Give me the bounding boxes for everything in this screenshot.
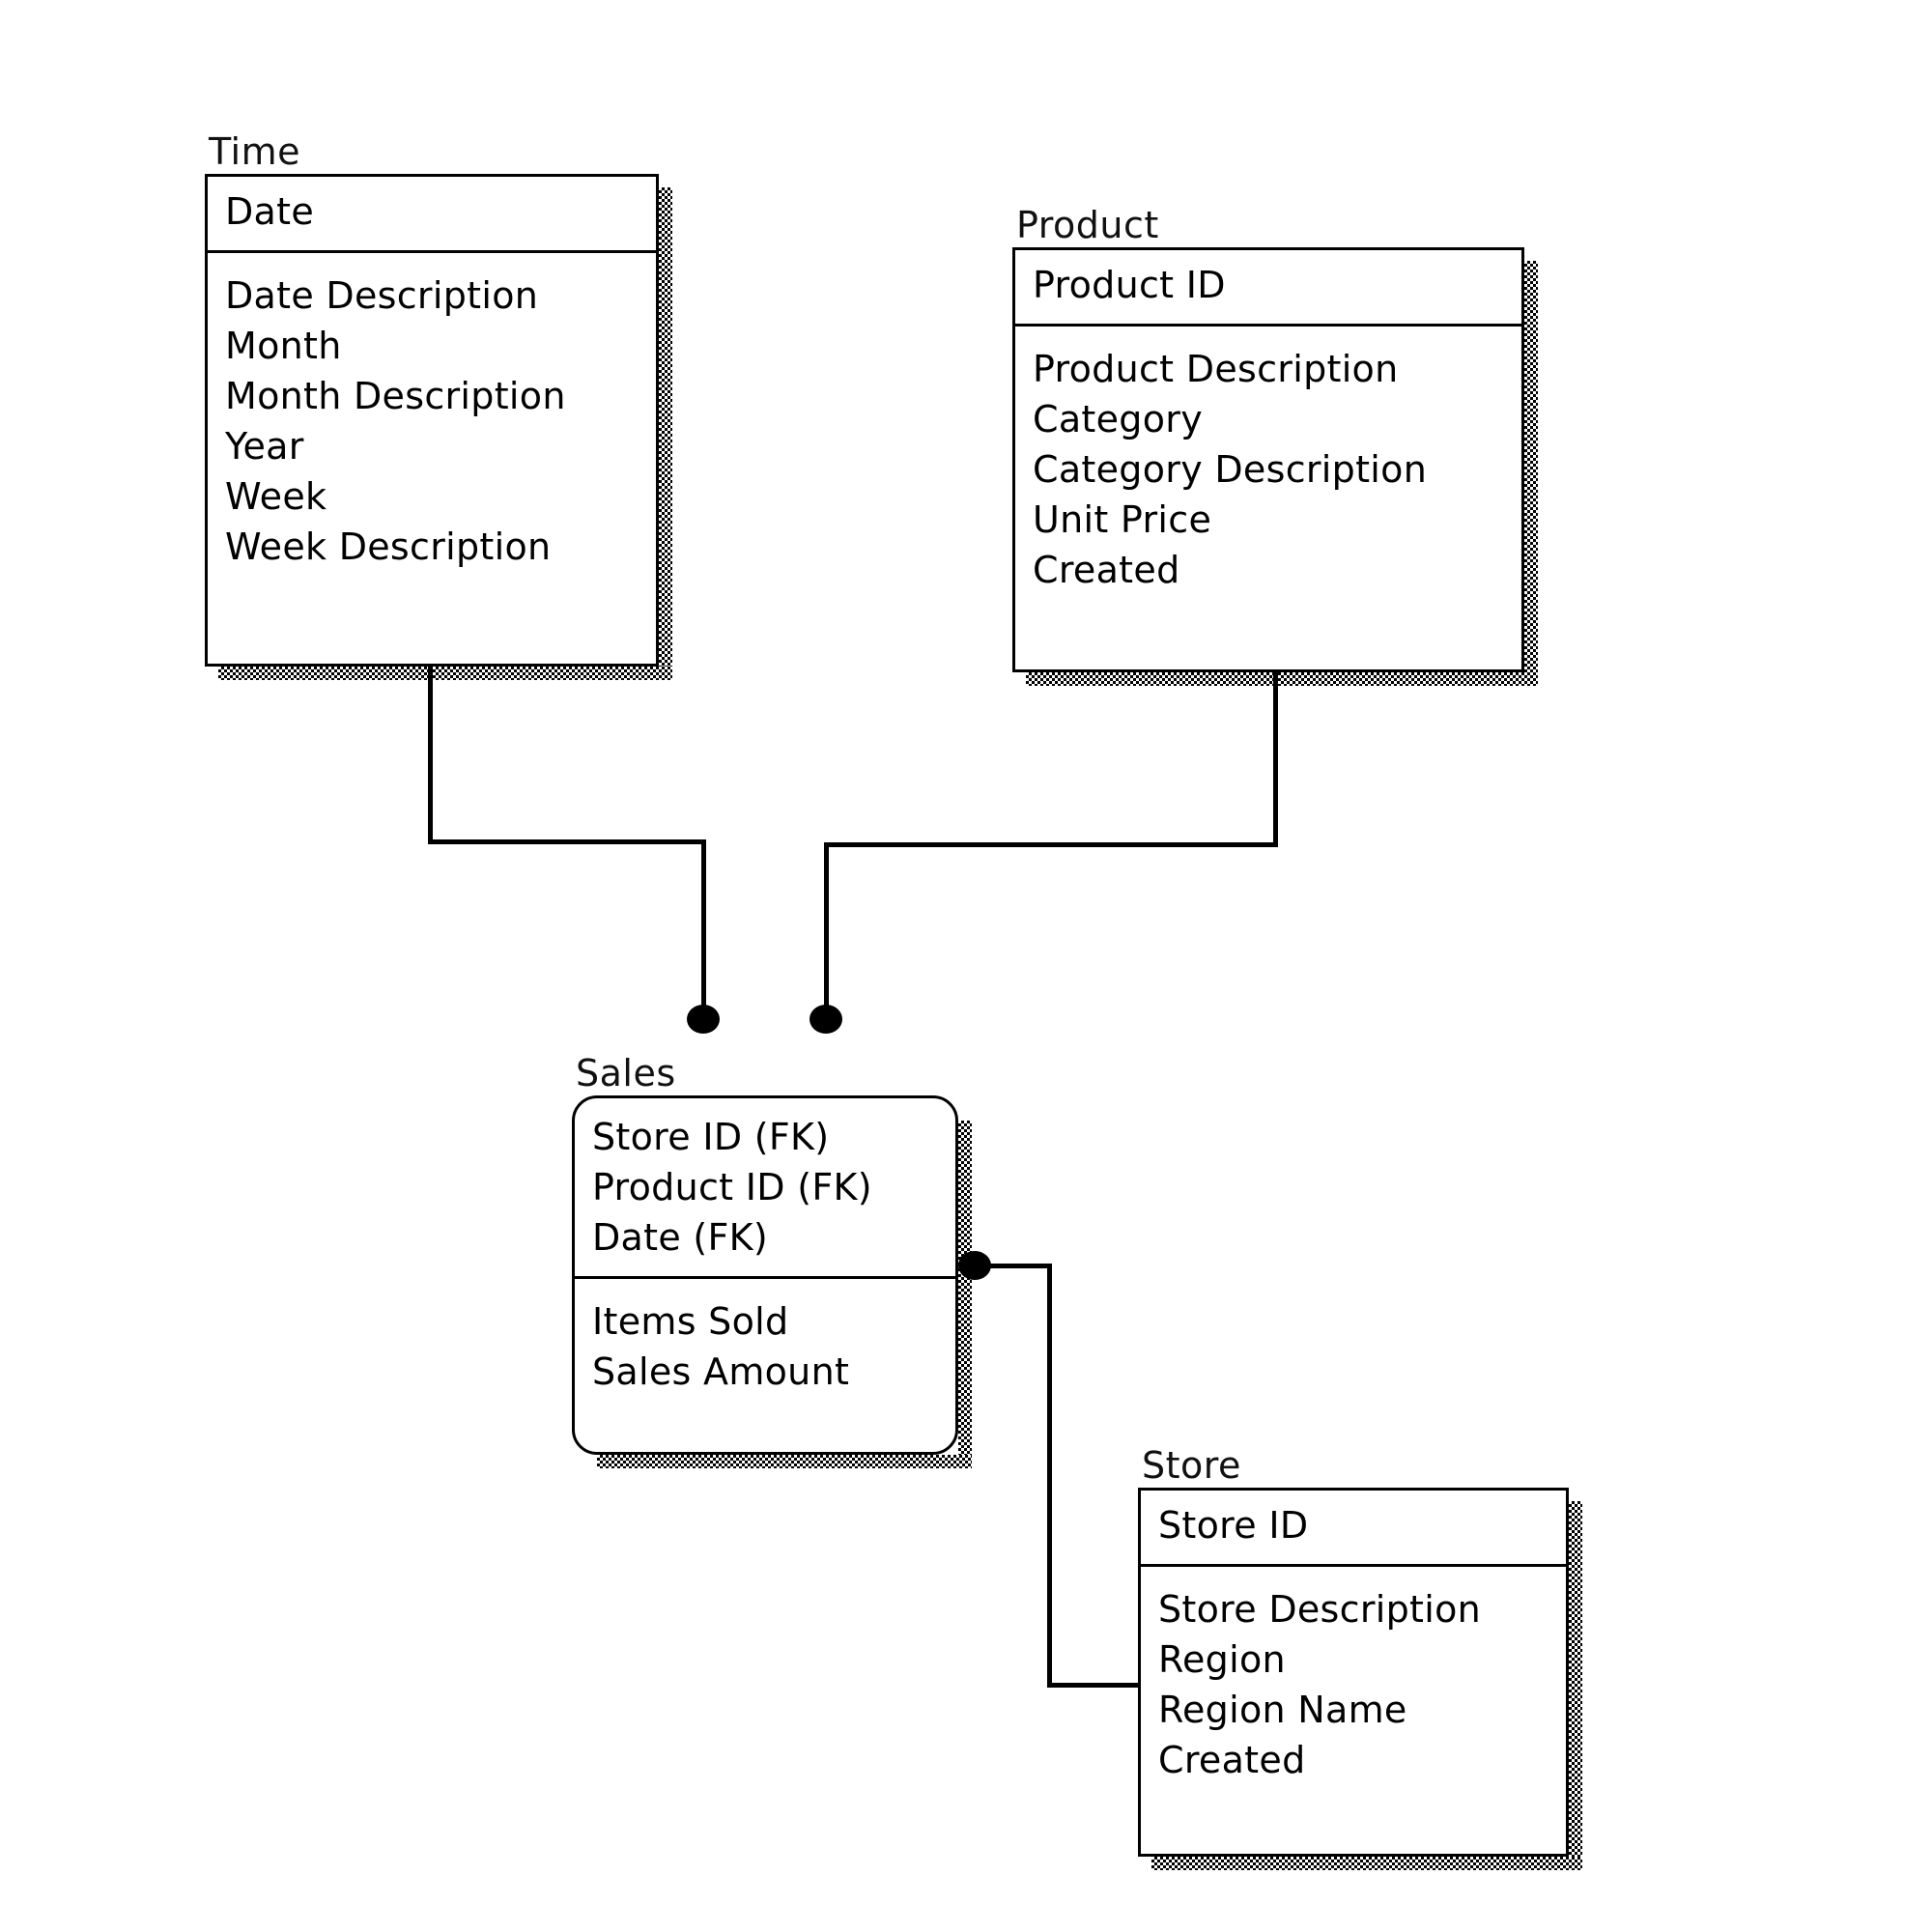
relationship-time-to-sales: [428, 667, 433, 842]
entity-title-store: Store: [1142, 1444, 1241, 1487]
relationship-sales-to-store: [1047, 1683, 1140, 1688]
entity-shadow-time-bottom: [218, 667, 672, 680]
relationship-product-to-sales: [824, 842, 1278, 847]
field-attribute: Week Description: [225, 526, 552, 568]
field-attribute: Created: [1158, 1739, 1306, 1781]
entity-title-sales: Sales: [576, 1052, 676, 1094]
entity-title-product: Product: [1016, 204, 1159, 246]
field-attribute: Category Description: [1033, 448, 1428, 491]
entity-title-time: Time: [209, 130, 300, 173]
entity-time[interactable]: Time Date Date Description Month Month D…: [205, 131, 672, 680]
field-attribute: Month Description: [225, 375, 566, 417]
field-attribute: Product Description: [1033, 348, 1399, 390]
field-key: Product ID (FK): [592, 1166, 872, 1208]
relationship-sales-to-store: [1047, 1264, 1052, 1687]
field-attribute: Year: [225, 425, 304, 468]
entity-shadow-time-right: [659, 187, 672, 680]
field-key: Store ID (FK): [592, 1116, 830, 1158]
entity-box-sales: Store ID (FK) Product ID (FK) Date (FK) …: [572, 1095, 958, 1455]
field-attribute: Items Sold: [592, 1300, 789, 1343]
field-key: Date (FK): [592, 1216, 769, 1259]
relationship-time-to-sales: [701, 839, 706, 1013]
entity-box-time: Date Date Description Month Month Descri…: [205, 174, 659, 667]
field-attribute: Category: [1033, 398, 1203, 440]
relationship-endpoint-product-sales: [810, 1005, 842, 1034]
field-attribute: Region Name: [1158, 1689, 1407, 1731]
field-key: Product ID: [1033, 264, 1226, 306]
field-attribute: Store Description: [1158, 1588, 1482, 1631]
relationship-product-to-sales: [824, 842, 829, 1014]
field-attribute: Sales Amount: [592, 1350, 850, 1393]
key-area-product: Product ID: [1015, 250, 1521, 327]
field-attribute: Date Description: [225, 274, 539, 317]
entity-product[interactable]: Product Product ID Product Description C…: [1012, 205, 1538, 686]
key-area-store: Store ID: [1141, 1491, 1566, 1567]
relationship-time-to-sales: [428, 839, 706, 844]
entity-box-store: Store ID Store Description Region Region…: [1138, 1488, 1569, 1857]
field-key: Store ID: [1158, 1504, 1309, 1547]
entity-shadow-product-right: [1524, 261, 1538, 686]
field-attribute: Month: [225, 325, 342, 367]
entity-box-product: Product ID Product Description Category …: [1012, 247, 1524, 672]
entity-shadow-sales-bottom: [597, 1455, 972, 1468]
field-attribute: Unit Price: [1033, 498, 1212, 541]
field-attribute: Created: [1033, 549, 1180, 591]
attr-area-time: Date Description Month Month Description…: [208, 253, 656, 664]
entity-shadow-store-bottom: [1151, 1857, 1582, 1870]
key-area-time: Date: [208, 177, 656, 253]
entity-sales[interactable]: Sales Store ID (FK) Product ID (FK) Date…: [572, 1053, 972, 1468]
attr-area-store: Store Description Region Region Name Cre…: [1141, 1567, 1566, 1854]
field-attribute: Region: [1158, 1638, 1286, 1681]
entity-shadow-sales-right: [958, 1121, 972, 1468]
field-attribute: Week: [225, 475, 327, 518]
attr-area-sales: Items Sold Sales Amount: [575, 1279, 955, 1452]
key-area-sales: Store ID (FK) Product ID (FK) Date (FK): [575, 1098, 955, 1279]
entity-store[interactable]: Store Store ID Store Description Region …: [1138, 1445, 1582, 1870]
entity-shadow-store-right: [1569, 1501, 1582, 1870]
relationship-sales-to-store: [985, 1264, 1050, 1268]
relationship-endpoint-time-sales: [687, 1005, 720, 1034]
attr-area-product: Product Description Category Category De…: [1015, 327, 1521, 669]
relationship-product-to-sales: [1273, 672, 1278, 846]
entity-shadow-product-bottom: [1026, 672, 1538, 686]
field-key: Date: [225, 190, 315, 233]
